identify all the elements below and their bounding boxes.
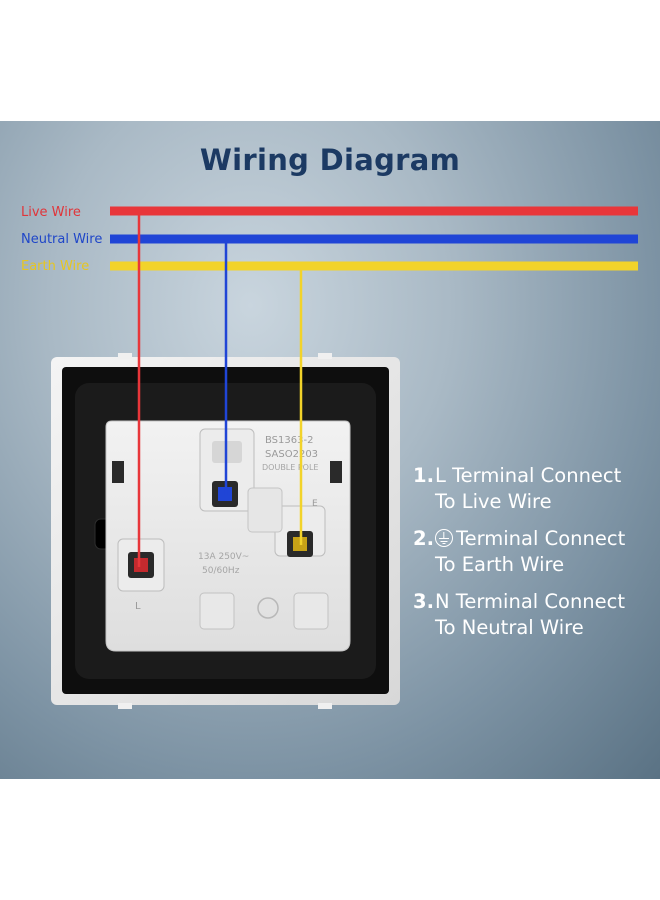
step-2-line2: To Earth Wire	[435, 553, 565, 576]
frequency-marking: 50/60Hz	[202, 566, 240, 576]
wiring-diagram-panel: Wiring Diagram Live Wire Neutral Wire Ea…	[0, 121, 660, 779]
standard-marking: BS1363-2	[265, 435, 313, 446]
socket-illustration: BS1363-2 SASO2203 DOUBLE POLE 13A 250V~ …	[51, 206, 638, 709]
step-2-line1: Terminal Connect	[456, 527, 626, 550]
rating-marking: 13A 250V~	[198, 552, 249, 562]
neutral-wire-label: Neutral Wire	[21, 232, 103, 247]
step-3-number: 3.	[413, 590, 434, 613]
instruction-steps: 1. L Terminal Connect To Live Wire 2. Te…	[413, 463, 625, 652]
step-2-number: 2.	[413, 527, 434, 550]
step-1: 1. L Terminal Connect To Live Wire	[413, 463, 625, 515]
step-3: 3. N Terminal Connect To Neutral Wire	[413, 589, 625, 641]
step-3-line2: To Neutral Wire	[435, 616, 584, 639]
pole-marking: DOUBLE POLE	[262, 463, 319, 472]
approval-marking: SASO2203	[265, 449, 318, 460]
step-1-number: 1.	[413, 464, 434, 487]
earth-symbol-icon	[435, 529, 453, 547]
terminal-e-marking: E	[312, 499, 318, 509]
terminal-l-marking: L	[135, 601, 141, 612]
socket-body	[105, 420, 351, 652]
diagram-title: Wiring Diagram	[199, 143, 461, 177]
live-wire-label: Live Wire	[21, 205, 81, 220]
step-1-line1: L Terminal Connect	[435, 464, 622, 487]
step-2: 2. Terminal Connect To Earth Wire	[413, 526, 625, 578]
earth-wire-label: Earth Wire	[21, 259, 90, 274]
step-3-line1: N Terminal Connect	[435, 590, 626, 613]
step-1-line2: To Live Wire	[435, 490, 552, 513]
